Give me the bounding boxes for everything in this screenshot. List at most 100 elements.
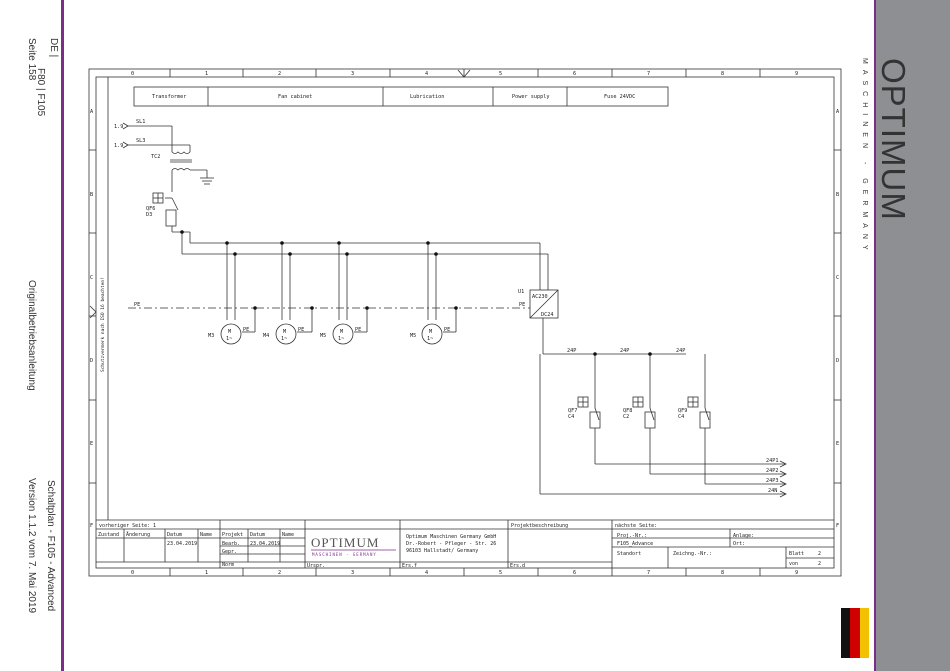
column-number: 9 bbox=[795, 570, 798, 576]
row-letter: C bbox=[836, 275, 839, 281]
proj-nr-label: Proj.-Nr.: bbox=[617, 533, 647, 539]
company-line: Optimum Maschinen Germany GmbH bbox=[406, 534, 496, 540]
column-number: 6 bbox=[573, 71, 576, 77]
fuse-rating: D3 bbox=[146, 212, 152, 218]
header-transformer: Transformer bbox=[152, 94, 186, 100]
right-border-line bbox=[874, 0, 877, 671]
flag-stripe-red bbox=[850, 608, 860, 658]
motor-tag: M4 bbox=[263, 333, 269, 339]
output-24p1: 24P1 bbox=[766, 458, 779, 464]
prev-page-value: 1 bbox=[153, 523, 156, 529]
dc-fuse-tag: QF8 bbox=[623, 408, 632, 414]
dc-fuse-rating: C4 bbox=[678, 414, 684, 420]
power-supply-out: DC24 bbox=[541, 312, 554, 318]
dc-fuse-tag: QF9 bbox=[678, 408, 687, 414]
company-line: Dr.-Robert - Pfleger - Str. 26 bbox=[406, 541, 496, 547]
motor-symbol: M bbox=[340, 329, 343, 335]
norm-label: Norm bbox=[222, 562, 234, 568]
blatt-label: Blatt bbox=[789, 551, 804, 557]
col-projekt: Projekt bbox=[222, 532, 243, 538]
column-number: 2 bbox=[278, 570, 281, 576]
bus-label: 24P bbox=[620, 348, 629, 354]
title-block-tagline: MASCHINEN - GERMANY bbox=[312, 552, 377, 557]
column-number: 0 bbox=[131, 570, 134, 576]
header-power-supply: Power supply bbox=[512, 94, 549, 100]
motor-symbol: M bbox=[228, 329, 231, 335]
motor-pe: PE bbox=[355, 327, 361, 333]
proj-value: F105_Advance bbox=[617, 541, 653, 547]
motor-phase: 1~ bbox=[226, 336, 232, 342]
column-number: 3 bbox=[351, 570, 354, 576]
transformer-tag: TC2 bbox=[151, 154, 160, 160]
gepr-label: Gepr. bbox=[222, 549, 237, 555]
row-letter: A bbox=[836, 109, 840, 115]
project-description: Projektbeschreibung bbox=[511, 523, 568, 529]
prev-page-label: vorheriger Seite: bbox=[99, 523, 150, 529]
output-24p3: 24P3 bbox=[766, 478, 779, 484]
column-number: 2 bbox=[278, 71, 281, 77]
german-flag-icon bbox=[841, 608, 869, 658]
motor-pe: PE bbox=[298, 327, 304, 333]
col-aenderung: Änderung bbox=[126, 531, 150, 538]
protection-note: Schutzvermerk nach ISO 16 beachten! bbox=[100, 277, 106, 372]
row-letter: E bbox=[836, 441, 839, 447]
date-value: 23.04.2019 bbox=[250, 541, 280, 547]
col-name2: Name bbox=[282, 532, 294, 538]
column-number: 0 bbox=[131, 71, 134, 77]
input-ref: 1.9 bbox=[114, 124, 123, 130]
power-supply-tag: U1 bbox=[518, 289, 524, 295]
column-number: 1 bbox=[205, 570, 208, 576]
row-letter: B bbox=[90, 192, 93, 198]
motor-pe: PE bbox=[243, 327, 249, 333]
ort-label: Ort: bbox=[733, 541, 745, 547]
output-24p2: 24P2 bbox=[766, 468, 779, 474]
von-label: von bbox=[789, 561, 798, 567]
motor-tag: M5 bbox=[320, 333, 326, 339]
urspr-label: Urspr. bbox=[307, 563, 325, 569]
motor-tag: M3 bbox=[208, 333, 214, 339]
motor-pe: PE bbox=[444, 327, 450, 333]
col-datum: Datum bbox=[167, 532, 182, 538]
flag-stripe-gold bbox=[859, 608, 869, 658]
row-letter: F bbox=[90, 523, 93, 529]
header-fan-cabinet: Fan cabinet bbox=[278, 94, 312, 100]
fuse-tag: QF6 bbox=[146, 206, 155, 212]
column-number: 5 bbox=[499, 71, 502, 77]
supply-label-sl1: SL1 bbox=[136, 119, 145, 125]
company-line: 96103 Hallstadt/ Germany bbox=[406, 548, 478, 554]
pe-label: PE bbox=[134, 302, 140, 308]
motor-phase: 1~ bbox=[338, 336, 344, 342]
blatt-value: 2 bbox=[818, 551, 821, 557]
anlage-label: Anlage: bbox=[733, 533, 754, 539]
column-number: 7 bbox=[647, 71, 650, 77]
dc-fuse-rating: C4 bbox=[568, 414, 574, 420]
column-number: 4 bbox=[425, 570, 428, 576]
column-number: 5 bbox=[499, 570, 502, 576]
standort-label: Standort bbox=[617, 551, 641, 557]
ersd-label: Ers.d bbox=[510, 563, 525, 569]
header-fuse-24vdc: Fuse 24VDC bbox=[604, 94, 635, 100]
dc-fuse-tag: QF7 bbox=[568, 408, 577, 414]
input-ref: 1.9 bbox=[114, 143, 123, 149]
column-number: 6 bbox=[573, 570, 576, 576]
flag-stripe-black bbox=[841, 608, 851, 658]
bus-label: 24P bbox=[567, 348, 576, 354]
column-number: 8 bbox=[721, 71, 724, 77]
motor-tag: M5 bbox=[410, 333, 416, 339]
motor-symbol: M bbox=[429, 329, 432, 335]
column-number: 1 bbox=[205, 71, 208, 77]
row-letter: B bbox=[836, 192, 839, 198]
row-letter: F bbox=[836, 523, 839, 529]
next-page-label: nächste Seite: bbox=[615, 523, 657, 529]
bearb-label: Bearb. bbox=[222, 541, 240, 547]
motor-symbol: M bbox=[283, 329, 286, 335]
title-block-logo: OPTIMUM bbox=[311, 535, 379, 550]
output-24n: 24N bbox=[768, 488, 777, 494]
column-number: 8 bbox=[721, 570, 724, 576]
motor-phase: 1~ bbox=[427, 336, 433, 342]
von-value: 2 bbox=[818, 561, 821, 567]
col-zustand: Zustand bbox=[98, 532, 119, 538]
row-letter: C bbox=[90, 275, 93, 281]
ersf-label: Ers.f bbox=[402, 563, 417, 569]
